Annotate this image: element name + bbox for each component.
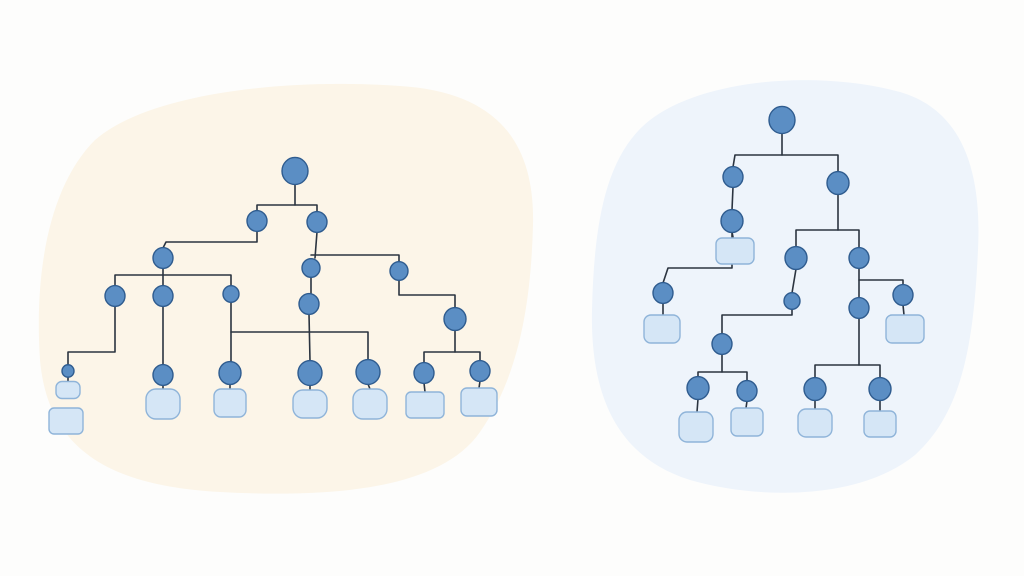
right-tree-edge-9 <box>697 353 723 378</box>
leaf-box-RL6 <box>797 408 833 438</box>
right-tree-edge-7 <box>858 279 904 286</box>
right-tree-diagram <box>643 105 925 443</box>
left-tree-edge-6 <box>398 279 456 309</box>
tree-node-L8 <box>222 284 240 304</box>
left-tree-edge-9 <box>162 274 232 287</box>
tree-node-L5 <box>389 260 409 282</box>
left-tree-edge-22 <box>423 382 426 393</box>
right-tree-edges <box>661 132 905 413</box>
left-tree-edge-13 <box>230 331 369 361</box>
leaf-box-RL7 <box>863 410 897 438</box>
right-tree-edge-1 <box>781 154 839 173</box>
left-tree-edge-5 <box>310 254 400 263</box>
tree-node-L6 <box>104 284 126 308</box>
leaf-box-LL3 <box>145 388 181 420</box>
left-tree-edge-16 <box>454 351 481 362</box>
tree-node-R8 <box>848 296 870 320</box>
tree-node-L9 <box>298 292 320 316</box>
left-tree-edge-2 <box>162 230 258 249</box>
tree-node-R11 <box>686 375 710 401</box>
tree-node-L11 <box>61 364 75 378</box>
right-tree-nodes <box>652 105 914 403</box>
left-tree-edge-10 <box>67 305 116 366</box>
leaf-box-LL7 <box>405 391 445 419</box>
left-tree-leaves <box>48 380 498 435</box>
left-tree-edge-0 <box>256 183 296 212</box>
tree-node-R13 <box>803 376 827 402</box>
leaf-box-RL2 <box>643 314 681 344</box>
leaf-box-RL1 <box>715 237 755 265</box>
right-tree-edge-19 <box>745 400 748 409</box>
leaf-box-LL4 <box>213 388 247 418</box>
tree-node-R4 <box>784 245 808 271</box>
left-tree-edge-23 <box>478 380 481 389</box>
left-tree-nodes <box>61 156 491 387</box>
left-tree-edge-8 <box>114 274 164 287</box>
right-tree-edge-5 <box>791 268 797 294</box>
left-tree-edge-3 <box>314 231 318 259</box>
right-tree-edge-18 <box>696 398 699 413</box>
left-tree-edge-1 <box>294 204 318 213</box>
leaf-box-LL8 <box>460 387 498 417</box>
tree-node-L0 <box>281 156 309 186</box>
right-panel-blob <box>591 80 979 493</box>
tree-node-R9 <box>892 283 914 307</box>
tree-node-R2 <box>826 170 850 196</box>
left-tree-edge-15 <box>423 329 456 364</box>
background-panels <box>38 80 979 494</box>
right-tree-edge-17 <box>902 304 905 316</box>
leaf-box-RL3 <box>885 314 925 344</box>
right-tree-leaves <box>643 237 925 443</box>
leaf-box-RL4 <box>678 411 714 443</box>
right-tree-edge-8 <box>721 308 793 335</box>
tree-node-L7 <box>152 284 174 308</box>
tree-node-L4 <box>301 257 321 279</box>
tree-node-R3 <box>720 208 744 234</box>
tree-node-L1 <box>246 209 268 233</box>
tree-node-L2 <box>306 210 328 234</box>
tree-node-L12 <box>152 363 174 387</box>
right-tree-edge-10 <box>721 371 748 382</box>
tree-node-R12 <box>736 379 758 403</box>
tree-node-R5 <box>848 246 870 270</box>
tree-node-L15 <box>355 358 381 386</box>
tree-node-R10 <box>711 332 733 356</box>
leaf-box-LL6 <box>352 388 388 420</box>
leaf-box-LL1 <box>55 380 81 400</box>
tree-node-L17 <box>469 359 491 383</box>
tree-node-R0 <box>768 105 796 135</box>
right-tree-edge-11 <box>814 317 860 379</box>
right-tree-edge-2 <box>731 186 734 211</box>
tree-node-R14 <box>868 376 892 402</box>
tree-node-L16 <box>413 361 435 385</box>
left-tree-edge-14 <box>308 313 311 362</box>
right-tree-edge-3 <box>795 193 839 248</box>
tree-node-L10 <box>443 306 467 332</box>
right-tree-edge-4 <box>837 229 860 249</box>
leaf-box-RL5 <box>730 407 764 437</box>
tree-node-L14 <box>297 359 323 387</box>
tree-node-R6 <box>652 281 674 305</box>
tree-node-R1 <box>722 165 744 189</box>
right-tree-edge-0 <box>732 132 783 168</box>
tree-node-R7 <box>783 291 801 311</box>
left-tree-diagram <box>48 156 498 435</box>
leaf-box-LL2 <box>48 407 84 435</box>
tree-node-L13 <box>218 360 242 386</box>
right-tree-edge-12 <box>858 364 881 379</box>
tree-node-L3 <box>152 246 174 270</box>
leaf-box-LL5 <box>292 389 328 419</box>
